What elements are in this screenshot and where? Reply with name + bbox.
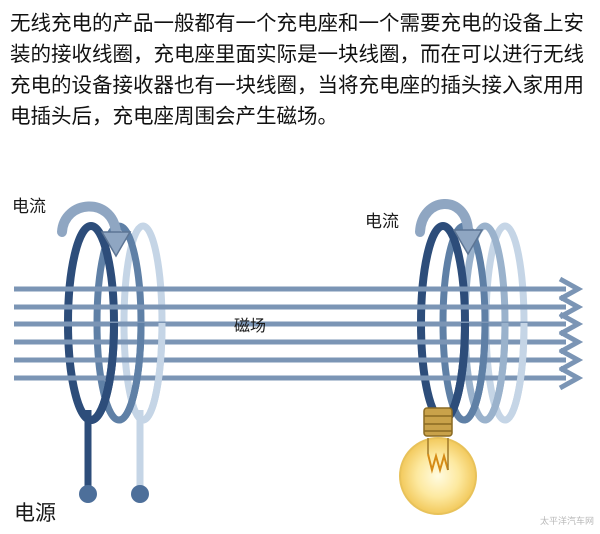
terminal-dot-right xyxy=(131,485,149,503)
field-line xyxy=(14,311,584,337)
field-line xyxy=(14,329,584,355)
current-label-left: 电流 xyxy=(12,197,46,217)
current-label-right: 电流 xyxy=(365,212,399,232)
watermark: 太平洋汽车网 xyxy=(540,515,594,527)
current-arrow-right xyxy=(415,199,484,256)
bulb-filament xyxy=(427,452,449,474)
field-line xyxy=(14,294,584,320)
bulb-glass xyxy=(399,437,477,515)
field-line xyxy=(14,347,584,373)
light-bulb-icon xyxy=(399,407,477,515)
intro-paragraph: 无线充电的产品一般都有一个充电座和一个需要充电的设备上安装的接收线圈，充电座里面… xyxy=(10,11,584,128)
power-source-label: 电源 xyxy=(14,501,56,525)
receiver-coil-front xyxy=(442,322,528,424)
transmitter-coil-front xyxy=(90,322,166,424)
current-arrow-left xyxy=(57,201,132,258)
terminal-dot-left xyxy=(79,485,97,503)
bulb-base xyxy=(423,407,453,437)
field-line xyxy=(14,276,584,302)
magnetic-field-label: 磁场 xyxy=(234,316,266,335)
magnetic-field-lines xyxy=(14,276,584,391)
